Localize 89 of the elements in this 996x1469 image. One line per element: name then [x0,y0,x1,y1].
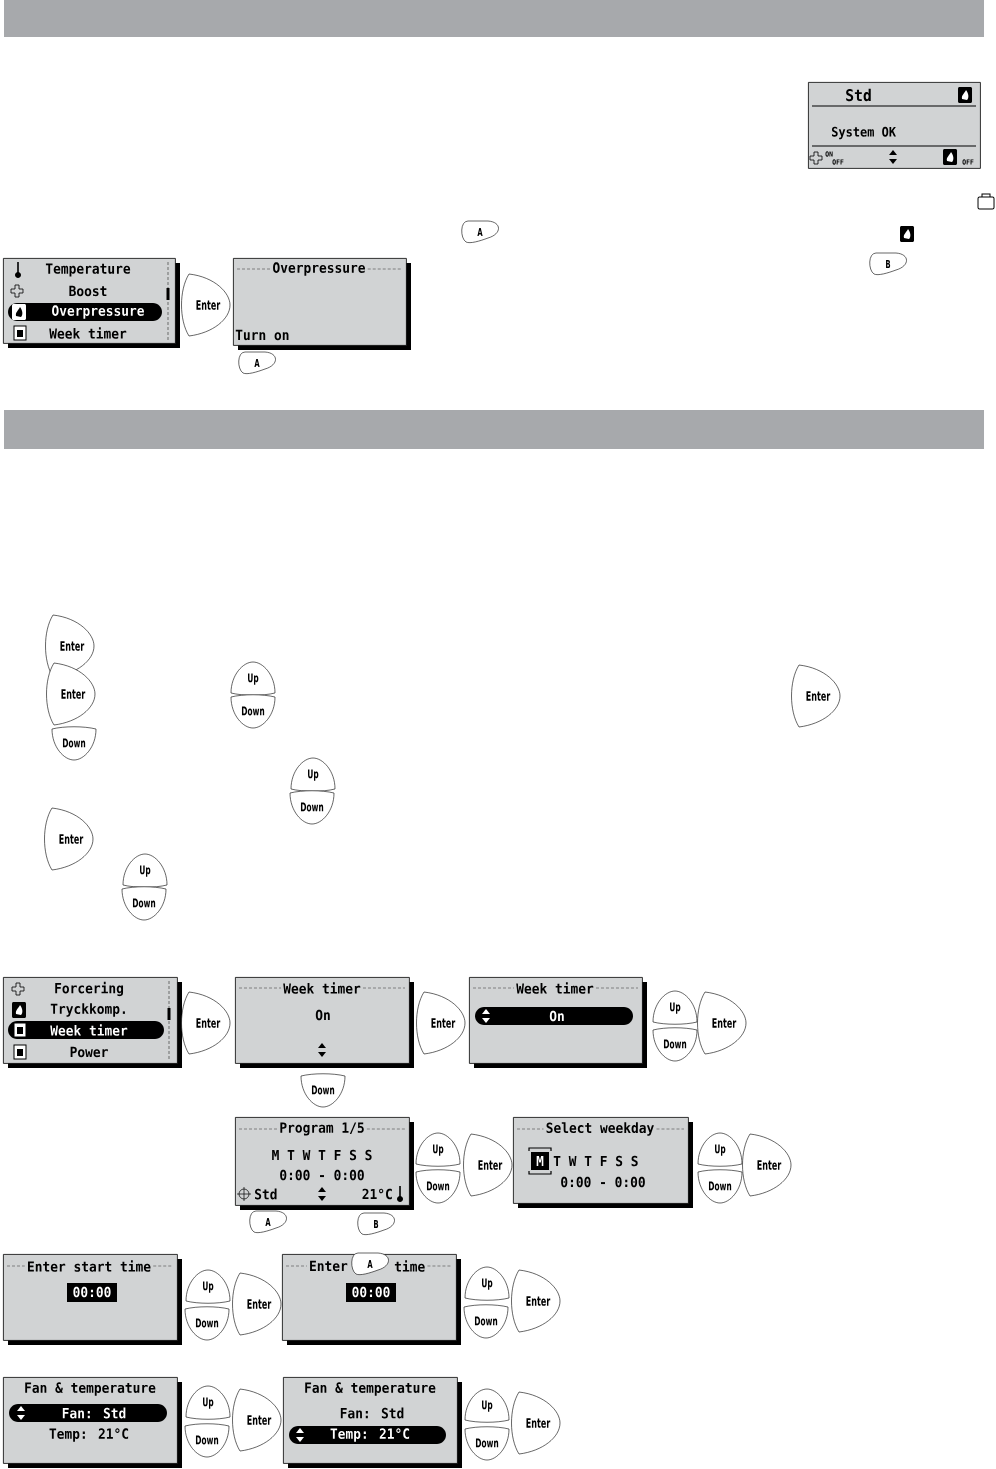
screen-text: Overpressure [273,262,365,276]
screen-text: Overpressure [52,305,144,319]
screen-text: Program 1/5 [280,1122,364,1136]
up-button: Up [415,1132,461,1167]
enter-button: Enter [232,1272,282,1336]
down-button: Down [415,1169,461,1204]
screen-text: Week timer [49,327,127,339]
enter-button: Enter [44,807,94,871]
screen-text: Turn on [235,329,289,341]
screen-text: Enter start time [28,1260,151,1272]
down-button: Down [464,1426,510,1461]
screen-text: Power [70,1046,108,1058]
screen-text: 00:00 [73,1286,111,1298]
screen-text: Select weekday [546,1122,654,1136]
lcd-screen [3,258,180,348]
screen-text: On [549,1010,564,1022]
screen-text: 0:00 - 0:00 [280,1169,364,1181]
up-button: Up [464,1388,510,1423]
screen-text: Fan: Std [340,1407,404,1419]
enter-button: Enter [416,991,466,1055]
enter-button: Enter [511,1391,561,1455]
screen-text: Enter [310,1260,348,1272]
down-button: Down [300,1073,346,1108]
down-button: Down [184,1423,230,1458]
lcd-screen [282,1254,461,1345]
screen-text: M T W T F S S [272,1149,372,1161]
screen-text: T W T F S S [553,1155,638,1167]
screen-text: Week timer [283,982,361,994]
enter-button: Enter [181,991,231,1055]
screen-text: 0:00 - 0:00 [561,1176,645,1188]
up-button: Up [185,1385,231,1420]
screen-text: On [315,1009,330,1021]
lcd-screen [513,1117,693,1208]
down-button: Down [652,1027,698,1062]
screen-text: Boost [69,285,107,297]
up-button: Up [697,1132,743,1167]
softkey-button: B [357,1212,395,1235]
softkey-button: A [461,220,499,243]
up-button: Up [290,757,336,792]
up-button: Up [185,1269,231,1304]
down-button: Down [121,886,167,921]
screen-text: Fan & temperature [305,1382,436,1396]
screen-text: Temp: 21°C [49,1428,129,1442]
screen-text: Tryckkomp. [50,1003,125,1017]
lcd-screen [283,1377,462,1468]
softkey-button: A [238,351,276,374]
enter-button: Enter [181,273,231,337]
lcd-screen [469,977,647,1068]
down-button: Down [51,726,97,761]
down-button: Down [230,694,276,729]
lcd-screen [808,82,981,169]
down-button: Down [289,790,335,825]
screen-text: Std [255,1188,277,1200]
up-button: Up [464,1266,510,1301]
softkey-button: A [351,1252,389,1275]
down-button: Down [463,1304,509,1339]
enter-button: Enter [791,664,841,728]
enter-button: Enter [463,1133,513,1197]
screen-text: Week timer [50,1024,128,1036]
screen-text: Temp: 21°C [330,1428,410,1442]
lcd-screen [235,1117,414,1210]
screen-text: 00:00 [352,1286,390,1298]
enter-button: Enter [511,1269,561,1333]
lcd-screen [3,1377,182,1468]
screen-text: Fan: Std [62,1407,126,1419]
up-button: Up [122,853,168,888]
lcd-screen [235,977,414,1068]
lcd-screen [233,258,411,350]
enter-button: Enter [46,662,96,726]
screen-text: M [536,1155,544,1167]
lcd-screen [3,977,182,1068]
screen-text: Std [846,88,871,102]
screen-text: Week timer [516,982,594,994]
enter-button: Enter [697,991,747,1055]
up-button: Up [230,661,276,696]
softkey-button: A [249,1210,287,1233]
screen-text: Fan & temperature [25,1382,156,1396]
screen-text: Forcering [55,981,123,997]
enter-button: Enter [232,1388,282,1452]
down-button: Down [697,1169,743,1204]
screen-text: Temperature [45,263,131,277]
screen-text: time [394,1260,425,1272]
up-button: Up [652,990,698,1025]
down-button: Down [184,1306,230,1341]
screen-text: 21°C [362,1188,392,1200]
softkey-button: B [869,252,907,275]
lcd-screen [3,1254,182,1345]
enter-button: Enter [742,1133,792,1197]
screen-text: System OK [831,126,896,140]
